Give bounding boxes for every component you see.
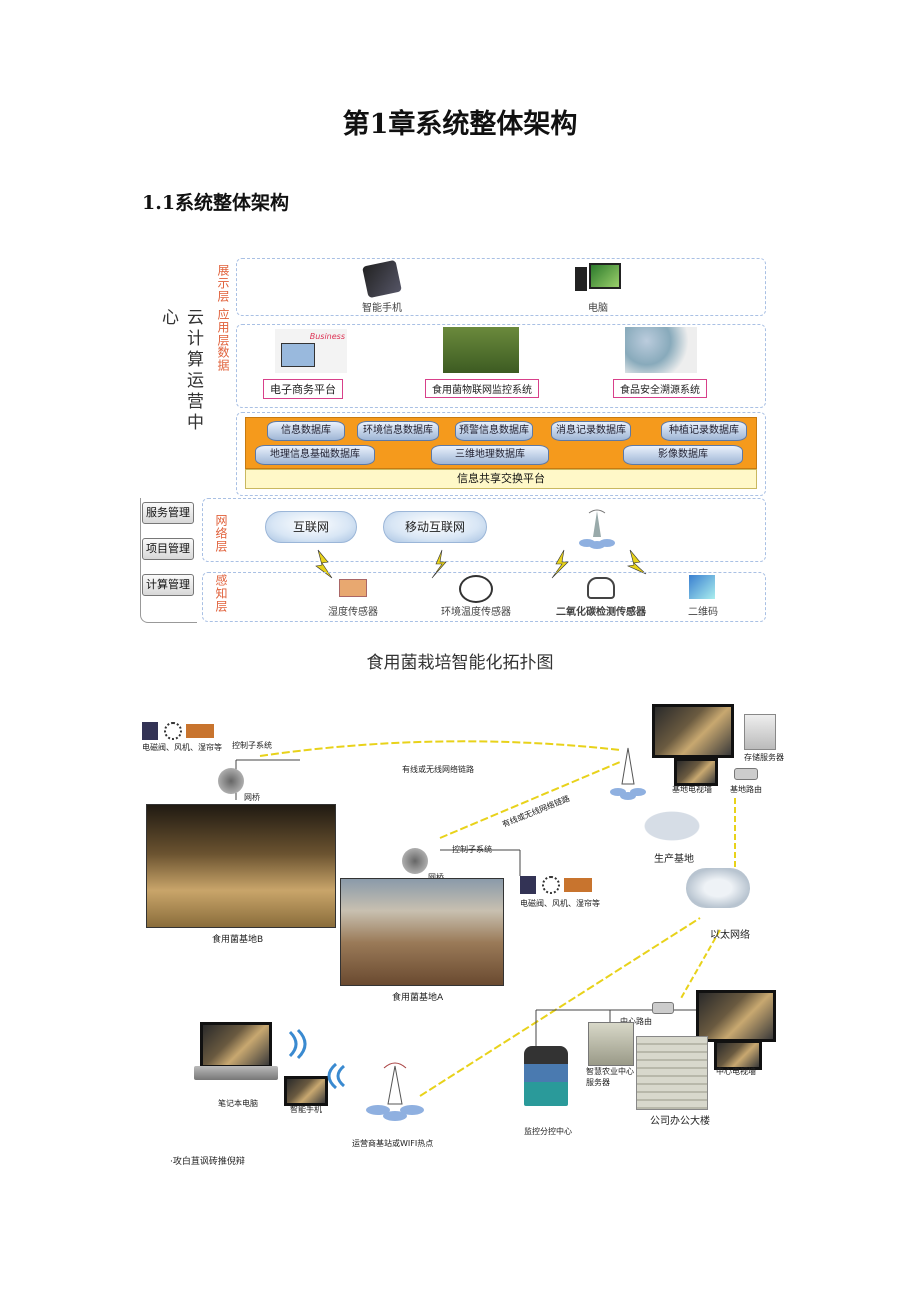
perception-layer: 湿度传感器 环境温度传感器 二氧化碳检测传感器 二维码 — [202, 572, 766, 622]
db-info: 信息数据库 — [267, 421, 345, 441]
base-b-photo — [146, 804, 336, 928]
agri-server-icon — [588, 1022, 634, 1066]
control-system-a: 控制子系统 — [452, 845, 492, 854]
footer-text: ·攻白苴讽砖推倪辩 — [170, 1157, 245, 1167]
service-management-button: 服务管理 — [142, 502, 194, 524]
bridge-b-label: 网桥 — [244, 793, 260, 802]
db-warning: 预警信息数据库 — [455, 421, 533, 441]
network-layer: 互联网 移动互联网 — [202, 498, 766, 562]
operator-icon — [524, 1046, 568, 1106]
devices-icons-b — [142, 722, 222, 740]
iot-monitor-label: 食用菌物联网监控系统 — [425, 379, 539, 398]
temperature-sensor-label: 环境温度传感器 — [441, 607, 511, 618]
ethernet-label: 以太网络 — [710, 930, 750, 941]
wifi-label: 运营商基站或WIFI热点 — [352, 1139, 434, 1148]
camera-b-icon — [218, 768, 244, 794]
office-label: 公司办公大楼 — [650, 1116, 710, 1127]
ecommerce-platform-label: 电子商务平台 — [263, 379, 343, 399]
link1-label: 有线或无线网络链路 — [402, 765, 474, 774]
architecture-diagram: 云计算运营中心 展示层 应用层 数据 智能手机 电脑 Business 电子商务… — [140, 252, 770, 624]
data-layer: 信息数据库 环境信息数据库 预警信息数据库 消息记录数据库 种植记录数据库 地理… — [236, 412, 766, 496]
production-base-label: 生产基地 — [654, 854, 694, 865]
server-icon — [744, 714, 776, 750]
db-planting: 种植记录数据库 — [661, 421, 747, 441]
bridge-a-label: 网桥 — [428, 872, 444, 883]
section-title: 1.1系统整体架构 — [142, 192, 290, 214]
tower-icon — [608, 744, 648, 804]
figure1-caption: 食用菌栽培智能化拓扑图 — [366, 653, 554, 673]
layer-label-application: 应用层 — [216, 308, 230, 347]
agri-server-label: 智慧农业中心服务器 — [586, 1067, 634, 1087]
center-tv-wall — [714, 1040, 762, 1070]
laptop-label: 笔记本电脑 — [218, 1099, 258, 1108]
compute-management-button: 计算管理 — [142, 574, 194, 596]
phone-label: 智能手机 — [362, 303, 402, 314]
production-base-icon — [634, 806, 710, 846]
business-image: Business — [275, 329, 347, 373]
mobile-internet-cloud: 移动互联网 — [383, 511, 487, 543]
camera-a-icon — [402, 848, 428, 874]
iot-field-image — [443, 327, 519, 373]
computer-icon — [575, 263, 621, 291]
food-safety-label: 食品安全溯源系统 — [613, 379, 707, 398]
office-building-icon — [636, 1036, 708, 1110]
base-a-photo — [340, 878, 504, 986]
co2-sensor-icon — [587, 577, 615, 599]
wifi-waves-icon — [288, 1028, 346, 1090]
smartphone-icon — [362, 259, 402, 299]
center-router-label: 中心路由 — [620, 1017, 652, 1026]
base-tv-label: 基地电视墙 — [672, 785, 712, 794]
ethernet-cloud-icon — [686, 868, 750, 908]
internet-cloud: 互联网 — [265, 511, 357, 543]
layer-label-data: 数据 — [216, 346, 230, 372]
humidity-sensor-label: 湿度传感器 — [328, 607, 378, 618]
layer-label-perception: 感知层 — [214, 574, 228, 613]
layer-label-display: 展示层 — [216, 264, 230, 303]
devices-label-b: 电磁阀、风机、湿帘等 — [142, 743, 222, 752]
devices-icons-a — [520, 876, 600, 894]
db-message: 消息记录数据库 — [551, 421, 631, 441]
qrcode-label: 二维码 — [688, 607, 718, 618]
application-layer: Business 电子商务平台 食用菌物联网监控系统 食品安全溯源系统 — [236, 324, 766, 408]
wifi-tower-icon — [362, 1060, 428, 1126]
storage-server-label: 存储服务器 — [744, 753, 784, 762]
db-geo-base: 地理信息基础数据库 — [255, 445, 375, 465]
control-system-b: 控制子系统 — [232, 741, 272, 750]
db-3d-geo: 三维地理数据库 — [431, 445, 549, 465]
base-b-label: 食用菌基地B — [212, 935, 264, 945]
center-tv-label: 中心电视墙 — [716, 1067, 756, 1076]
signal-bolts — [315, 549, 647, 579]
laptop-icon — [194, 1022, 278, 1084]
base-monitor-large — [652, 704, 734, 758]
smartphone-2-icon — [284, 1076, 328, 1106]
db-imagery: 影像数据库 — [623, 445, 743, 465]
management-column — [140, 498, 197, 623]
monitor-center-label: 监控分控中心 — [524, 1127, 572, 1136]
center-monitor-large — [696, 990, 776, 1042]
layer-label-network: 网络层 — [214, 514, 228, 553]
chapter-title: 第1章系统整体架构 — [342, 109, 578, 140]
center-router-icon — [652, 1002, 674, 1014]
base-station-icon — [575, 507, 619, 551]
phone-2-label: 智能手机 — [290, 1105, 322, 1114]
db-environment: 环境信息数据库 — [357, 421, 439, 441]
qrcode-icon — [689, 575, 715, 599]
devices-label-a: 电磁阀、风机、湿帘等 — [520, 899, 600, 908]
food-safety-image — [625, 327, 697, 373]
info-sharing-platform: 信息共享交换平台 — [245, 469, 757, 489]
router-icon — [734, 768, 758, 780]
co2-sensor-label: 二氧化碳检测传感器 — [556, 607, 646, 618]
pc-label: 电脑 — [588, 303, 608, 314]
humidity-sensor-icon — [339, 579, 367, 597]
temperature-sensor-icon — [459, 575, 493, 603]
base-a-label: 食用菌基地A — [392, 993, 444, 1003]
base-router-label: 基地路由 — [730, 785, 762, 794]
display-layer: 智能手机 电脑 — [236, 258, 766, 316]
base-tv-wall — [674, 758, 718, 786]
topology-diagram: 电磁阀、风机、湿帘等 控制子系统 网桥 有线或无线网络链路 有线或无线网络链路 … — [140, 700, 790, 1150]
cloud-center-title: 云计算运营中心 — [158, 308, 203, 434]
project-management-button: 项目管理 — [142, 538, 194, 560]
